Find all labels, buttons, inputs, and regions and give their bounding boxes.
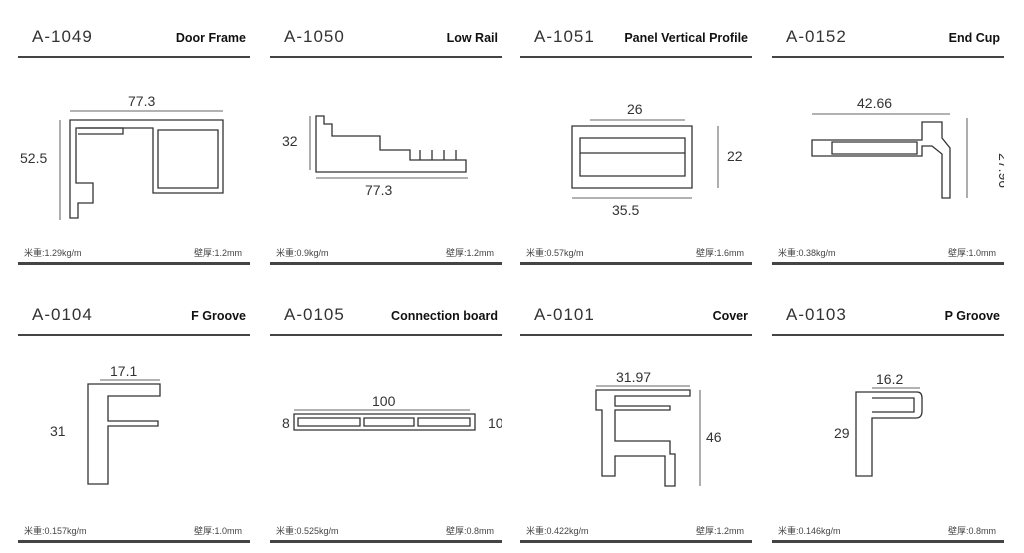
card-header: A-1049 Door Frame (18, 18, 250, 58)
profile-name: Connection board (391, 309, 498, 323)
wall-thickness: 壁厚:0.8mm (947, 526, 996, 536)
card-header: A-0104 F Groove (18, 296, 250, 336)
card-footer: 米重:0.525kg/m 壁厚:0.8mm (270, 522, 502, 543)
profile-outline (293, 413, 476, 431)
dim-width: 42.66 (857, 95, 892, 111)
dim-height: 29 (834, 425, 850, 441)
profile-outline (315, 115, 467, 173)
card-footer: 米重:0.38kg/m 壁厚:1.0mm (772, 244, 1004, 265)
wall-thickness: 壁厚:1.2mm (193, 248, 242, 258)
card-footer: 米重:0.146kg/m 壁厚:0.8mm (772, 522, 1004, 543)
profile-drawing: 31.97 46 (595, 369, 722, 487)
profile-name: P Groove (944, 309, 1000, 323)
profile-code: A-1051 (534, 27, 595, 46)
dim-height: 46 (706, 429, 722, 445)
profile-name: Panel Vertical Profile (624, 31, 748, 45)
profile-outline (571, 125, 693, 189)
profile-drawing: 77.3 52.5 (20, 93, 224, 220)
profile-code: A-0101 (534, 305, 595, 324)
profile-drawing: 32 77.3 (282, 115, 468, 198)
wall-thickness: 壁厚:1.6mm (695, 248, 744, 258)
weight: 米重:0.146kg/m (778, 526, 841, 536)
profile-card-a-0104: A-0104 F Groove 17.1 31 米重:0.157kg/m 壁厚:1.… (18, 296, 250, 546)
card-footer: 米重:1.29kg/m 壁厚:1.2mm (18, 244, 250, 265)
profile-code: A-0103 (786, 305, 847, 324)
wall-thickness: 壁厚:1.0mm (193, 526, 242, 536)
profile-code: A-0105 (284, 305, 345, 324)
profile-code: A-0104 (32, 305, 93, 324)
wall-thickness: 壁厚:1.2mm (445, 248, 494, 258)
profile-outline (69, 119, 224, 219)
dim-left: 8 (282, 415, 290, 431)
card-footer: 米重:0.157kg/m 壁厚:1.0mm (18, 522, 250, 543)
weight: 米重:1.29kg/m (24, 248, 82, 258)
dim-height: 27.96 (996, 153, 1004, 188)
profile-drawing: 100 8 10 (282, 393, 502, 431)
profile-outline (811, 121, 951, 199)
profile-drawing: 17.1 31 (50, 363, 161, 485)
weight: 米重:0.157kg/m (24, 526, 87, 536)
dim-height: 32 (282, 133, 298, 149)
dim-height: 22 (727, 148, 743, 164)
profile-name: Low Rail (446, 31, 498, 45)
card-header: A-0103 P Groove (772, 296, 1004, 336)
profile-card-a-1050: A-1050 Low Rail 32 77.3 米重:0.9kg/m 壁厚:1.2m… (270, 18, 502, 268)
weight: 米重:0.525kg/m (276, 526, 339, 536)
profile-name: F Groove (191, 309, 246, 323)
dim-height: 31 (50, 423, 66, 439)
profile-code: A-1049 (32, 27, 93, 46)
profile-outline (855, 391, 923, 477)
profile-drawing: 42.66 27.96 (811, 95, 1004, 199)
wall-thickness: 壁厚:0.8mm (445, 526, 494, 536)
card-footer: 米重:0.57kg/m 壁厚:1.6mm (520, 244, 752, 265)
card-header: A-0152 End Cup (772, 18, 1004, 58)
card-header: A-1050 Low Rail (270, 18, 502, 58)
weight: 米重:0.422kg/m (526, 526, 589, 536)
profile-name: Door Frame (175, 31, 246, 45)
profile-code: A-1050 (284, 27, 345, 46)
dim-height: 52.5 (20, 150, 47, 166)
card-footer: 米重:0.422kg/m 壁厚:1.2mm (520, 522, 752, 543)
profile-name: End Cup (948, 31, 1000, 45)
dim-top: 26 (627, 101, 643, 117)
card-header: A-0101 Cover (520, 296, 752, 336)
profile-outline (78, 127, 219, 189)
weight: 米重:0.57kg/m (526, 248, 584, 258)
dim-width: 77.3 (128, 93, 155, 109)
weight: 米重:0.38kg/m (778, 248, 836, 258)
wall-thickness: 壁厚:1.0mm (947, 248, 996, 258)
profile-card-a-1049: A-1049 Door Frame 77.3 52.5 米重:1.29kg/m 壁厚… (18, 18, 250, 268)
profile-drawing: 26 22 35.5 (571, 101, 743, 218)
profile-name: Cover (712, 309, 748, 323)
profile-outline (87, 383, 161, 485)
card-header: A-0105 Connection board (270, 296, 502, 336)
card-header: A-1051 Panel Vertical Profile (520, 18, 752, 58)
wall-thickness: 壁厚:1.2mm (695, 526, 744, 536)
dim-width: 100 (372, 393, 396, 409)
dim-right: 10 (488, 415, 502, 431)
dim-width: 16.2 (876, 371, 903, 387)
dim-width: 77.3 (365, 182, 392, 198)
profile-outline (419, 150, 457, 160)
dim-width: 31.97 (616, 369, 651, 385)
card-footer: 米重:0.9kg/m 壁厚:1.2mm (270, 244, 502, 265)
profile-outline (595, 389, 691, 487)
profile-card-a-0105: A-0105 Connection board 100 8 10 米重:0.525… (270, 296, 502, 546)
profile-card-a-0152: A-0152 End Cup 42.66 27.96 米重:0.38kg/m 壁厚:… (772, 18, 1004, 268)
profile-code: A-0152 (786, 27, 847, 46)
dim-width: 35.5 (612, 202, 639, 218)
profile-card-a-0103: A-0103 P Groove 16.2 29 米重:0.146kg/m 壁厚:0.… (772, 296, 1004, 546)
profile-card-a-0101: A-0101 Cover 31.97 46 米重:0.422kg/m 壁厚:1.2m… (520, 296, 752, 546)
dim-width: 17.1 (110, 363, 137, 379)
weight: 米重:0.9kg/m (276, 248, 329, 258)
profile-drawing: 16.2 29 (834, 371, 923, 477)
